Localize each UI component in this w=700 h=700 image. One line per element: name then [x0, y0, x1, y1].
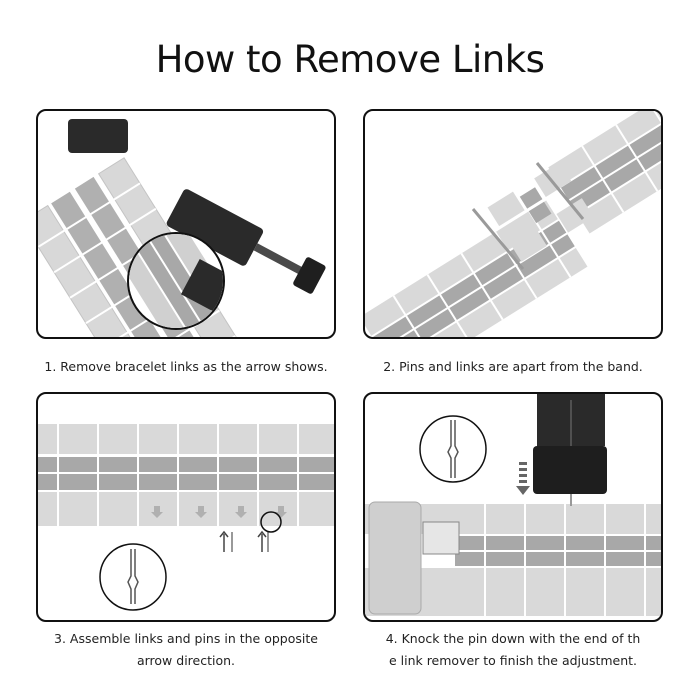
pin-icon	[471, 208, 525, 270]
step-3-illustration	[36, 392, 336, 622]
loose-link-icon	[487, 162, 594, 262]
pin-detail-circle	[419, 415, 487, 483]
step-3-caption: 3. Assemble links and pins in the opposi…	[26, 628, 346, 672]
pin-icon	[127, 549, 139, 604]
step-4-illustration	[363, 392, 663, 622]
clasp-icon	[368, 501, 422, 615]
caption-line: 3. Assemble links and pins in the opposi…	[54, 631, 318, 646]
caption-line: 1. Remove bracelet links as the arrow sh…	[44, 359, 328, 374]
page-title: How to Remove Links	[155, 38, 545, 81]
caption-line: 4. Knock the pin down with the end of th	[385, 631, 641, 646]
arrow-icon	[235, 506, 247, 518]
caption-line: e link remover to finish the adjustment.	[388, 653, 638, 668]
tool-handle-icon	[68, 119, 128, 153]
step-2-illustration	[363, 109, 663, 339]
pin-icon	[535, 162, 585, 220]
arrow-icon	[516, 462, 530, 495]
link-remover-tool-icon	[533, 394, 607, 506]
step-4-caption: 4. Knock the pin down with the end of th…	[353, 628, 673, 672]
knock-pin-image	[365, 394, 661, 616]
caption-line: arrow direction.	[136, 653, 236, 668]
step-1-illustration	[36, 109, 336, 339]
assembled-band-image	[38, 424, 334, 611]
step-2-caption: 2. Pins and links are apart from the ban…	[353, 356, 673, 378]
bracelet-with-tool-image	[38, 119, 326, 337]
arrow-icon	[151, 506, 163, 518]
step-1-caption: 1. Remove bracelet links as the arrow sh…	[26, 356, 346, 378]
arrow-icon	[195, 506, 207, 518]
pin-icon	[447, 420, 459, 478]
pin-detail-circle	[99, 543, 167, 611]
separated-links-image	[365, 111, 661, 337]
link-remover-tool-icon	[166, 189, 326, 294]
caption-line: 2. Pins and links are apart from the ban…	[383, 359, 643, 374]
